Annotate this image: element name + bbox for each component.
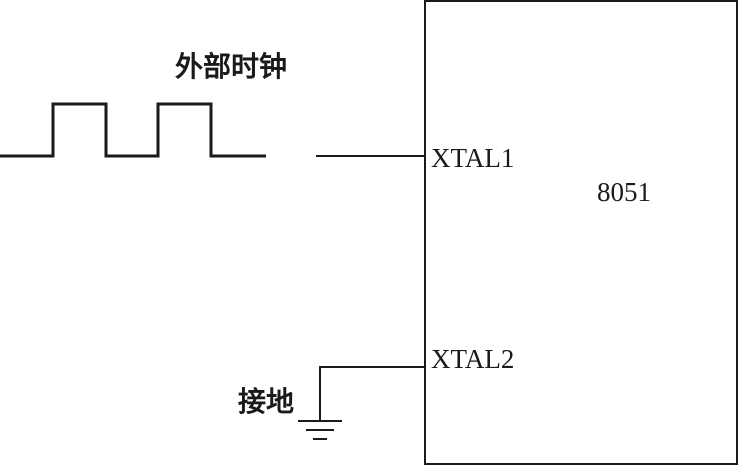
- ground-icon: [298, 420, 342, 440]
- clock-square-wave: [0, 102, 266, 158]
- ground-label: 接地: [238, 385, 294, 418]
- chip-name-label: 8051: [597, 177, 651, 207]
- xtal2-ground-wire: [319, 366, 425, 421]
- pin-xtal2-label: XTAL2: [431, 344, 514, 374]
- chip-body: [424, 0, 738, 465]
- pin-xtal1-label: XTAL1: [431, 143, 514, 173]
- external-clock-label: 外部时钟: [175, 50, 287, 83]
